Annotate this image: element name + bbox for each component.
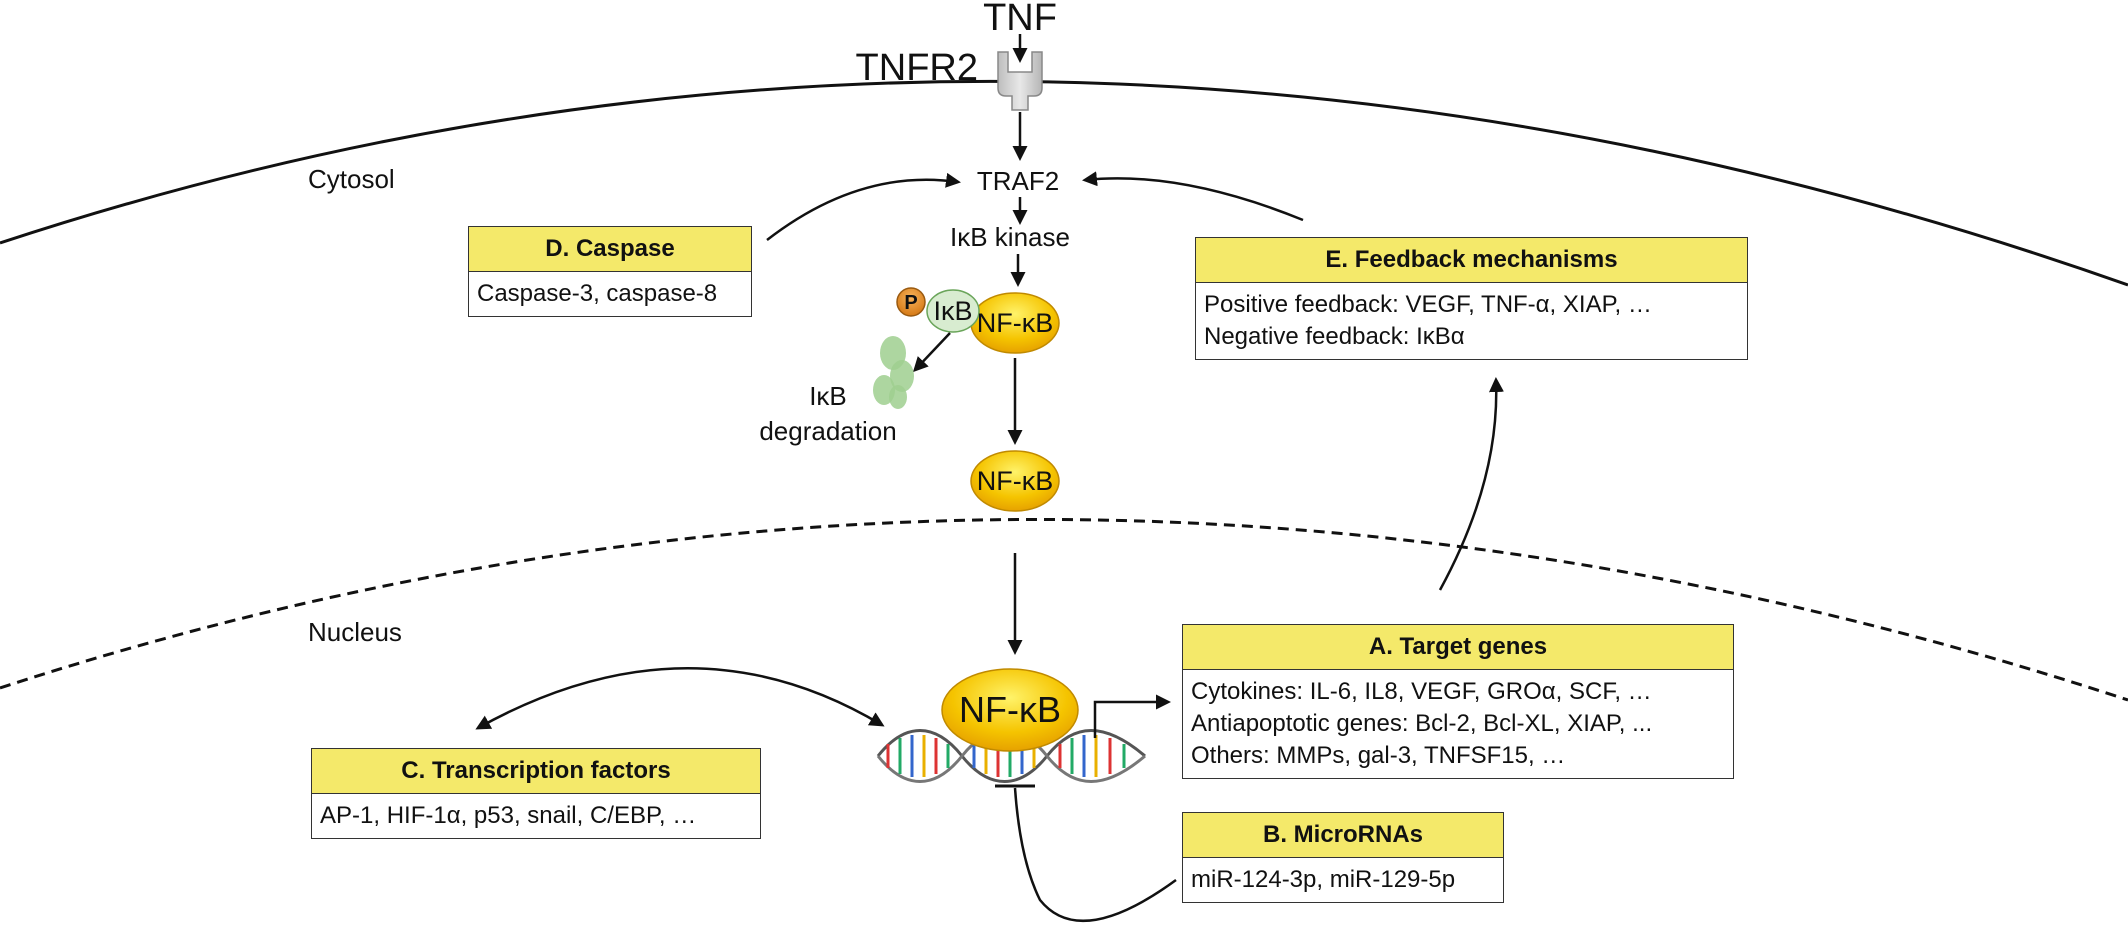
nfkb-nucleus-label: NF-κB bbox=[959, 689, 1061, 730]
ikb-to-degradation-arrow bbox=[912, 332, 951, 373]
tnf-label: TNF bbox=[983, 0, 1057, 39]
ikb-nfkb-complex: P IκB NF-κB bbox=[896, 287, 1060, 354]
ikb-kinase-label: IκB kinase bbox=[950, 222, 1070, 252]
feedback-box-line-negative: Negative feedback: IκBα bbox=[1204, 323, 1465, 350]
micrornas-box: B. MicroRNAs miR-124-3p, miR-129-5p bbox=[1182, 812, 1504, 903]
caspase-box-line: Caspase-3, caspase-8 bbox=[477, 280, 718, 307]
target-genes-line-cytokines: Cytokines: IL-6, IL8, VEGF, GROα, SCF, … bbox=[1191, 678, 1652, 705]
cytosol-label: Cytosol bbox=[308, 164, 395, 194]
tf-nfkb-crosstalk-arrow bbox=[475, 667, 885, 730]
nfkb-nucleus-node bbox=[941, 668, 1079, 752]
nuclear-envelope bbox=[0, 517, 2128, 702]
feedback-box: E. Feedback mechanisms Positive feedback… bbox=[1195, 237, 1748, 360]
feedback-box-title: E. Feedback mechanisms bbox=[1196, 238, 1747, 283]
nfkb-complex-label: NF-κB bbox=[977, 308, 1054, 338]
nfkb-to-target-genes-arrow bbox=[1093, 694, 1171, 738]
nfkb-free-node bbox=[970, 450, 1060, 512]
tnfr2-receptor-icon bbox=[997, 51, 1043, 111]
micrornas-line: miR-124-3p, miR-129-5p bbox=[1191, 866, 1456, 893]
cell-membrane bbox=[0, 79, 2128, 287]
tnfr2-label: TNFR2 bbox=[856, 47, 978, 89]
p-label: P bbox=[904, 292, 917, 314]
phosphate-node bbox=[896, 287, 926, 317]
target-genes-to-feedback-arrow bbox=[1438, 377, 1504, 591]
transcription-factors-line: AP-1, HIF-1α, p53, snail, C/EBP, … bbox=[320, 802, 697, 829]
caspase-box: D. Caspase Caspase-3, caspase-8 bbox=[468, 226, 752, 317]
target-genes-line-others: Others: MMPs, gal-3, TNFSF15, … bbox=[1191, 742, 1566, 769]
ikb-degradation-label-2: degradation bbox=[759, 416, 896, 446]
feedback-to-traf2-arrow bbox=[1082, 171, 1304, 222]
caspase-to-traf2-arrow bbox=[766, 172, 961, 241]
target-genes-line-antiapoptotic: Antiapoptotic genes: Bcl-2, Bcl-XL, XIAP… bbox=[1191, 710, 1653, 737]
micrornas-box-title: B. MicroRNAs bbox=[1183, 813, 1503, 858]
ikb-complex-label: IκB bbox=[933, 296, 972, 326]
transcription-factors-box-title: C. Transcription factors bbox=[312, 749, 760, 794]
target-genes-box-title: A. Target genes bbox=[1183, 625, 1733, 670]
traf2-label: TRAF2 bbox=[977, 166, 1059, 196]
ikb-degradation-label-1: IκB bbox=[809, 381, 847, 411]
transcription-factors-box: C. Transcription factors AP-1, HIF-1α, p… bbox=[311, 748, 761, 839]
microrna-inhibition-line bbox=[1013, 787, 1177, 922]
nucleus-label: Nucleus bbox=[308, 617, 402, 647]
nfkb-free-label: NF-κB bbox=[977, 466, 1054, 496]
degradation-icon bbox=[873, 336, 914, 409]
feedback-box-line-positive: Positive feedback: VEGF, TNF-α, XIAP, … bbox=[1204, 291, 1652, 318]
caspase-box-title: D. Caspase bbox=[469, 227, 751, 272]
target-genes-box: A. Target genes Cytokines: IL-6, IL8, VE… bbox=[1182, 624, 1734, 779]
ikb-node bbox=[926, 289, 980, 333]
